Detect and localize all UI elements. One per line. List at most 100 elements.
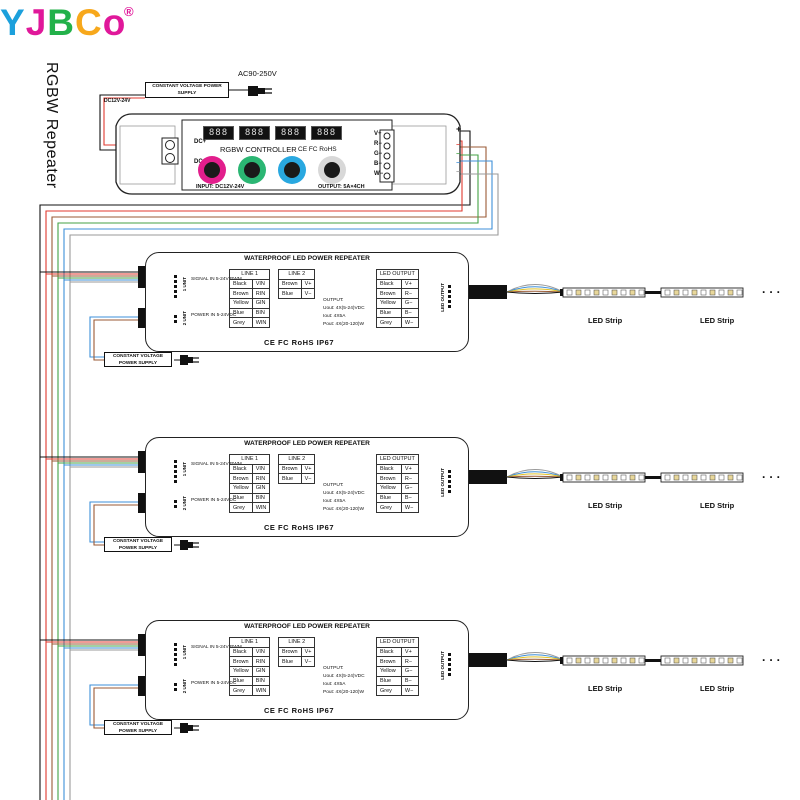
wire-color-cell: Grey xyxy=(229,317,253,329)
pin-cell: V− xyxy=(300,288,316,300)
wire-color-cell: Grey xyxy=(229,685,253,697)
strip-connector xyxy=(560,474,563,481)
pin-cell: V+ xyxy=(300,278,316,290)
led-chip xyxy=(575,474,582,481)
repeater-power-supply: CONSTANT VOLTAGE POWER SUPPLY xyxy=(104,537,172,552)
spec-line: Pout: 4X(20-120)W xyxy=(323,322,365,327)
continuation-ellipsis: · · · xyxy=(762,285,781,299)
wire-color-cell: Grey xyxy=(376,502,402,514)
dimmer-knob[interactable] xyxy=(238,156,266,184)
controller-channel-label: B− xyxy=(374,161,382,167)
led-chip xyxy=(691,657,698,664)
output-wire xyxy=(506,290,564,293)
line2-header: LINE 2 xyxy=(277,454,316,465)
led-chip xyxy=(700,474,707,481)
output-wire xyxy=(506,288,564,293)
signal-in-label: SIGNAL IN 5-24V PWM xyxy=(191,462,242,467)
led-strip-label: LED Strip xyxy=(588,684,623,693)
pin-cell: W− xyxy=(400,685,419,697)
logo-letter: B xyxy=(47,2,75,43)
unit-2-label: 2 UNIT xyxy=(182,679,187,694)
plus-mark: + xyxy=(456,124,462,134)
continuation-ellipsis: · · · xyxy=(762,470,781,484)
output-wire xyxy=(506,291,564,294)
power-wire xyxy=(93,319,150,361)
pin-cell: V+ xyxy=(300,463,316,475)
led-chip xyxy=(736,657,743,664)
led-chip xyxy=(718,474,725,481)
pin-cell: RIN xyxy=(251,473,271,485)
controller-output-label: OUTPUT: 5A×4CH xyxy=(318,184,365,190)
led-power-repeater: WATERPROOF LED POWER REPEATER SIGNAL IN … xyxy=(145,620,469,720)
wire-color-cell: Brown xyxy=(229,473,253,485)
output-wire xyxy=(506,286,564,293)
indicator-dots xyxy=(174,315,178,325)
wire-color-cell: Yellow xyxy=(229,483,253,494)
ac-plug-icon xyxy=(174,355,199,365)
minus-mark: − xyxy=(456,151,461,158)
pin-cell: G− xyxy=(400,298,419,309)
led-chip xyxy=(638,657,645,664)
unit-2-label: 2 UNIT xyxy=(182,311,187,326)
pin-cell: VIN xyxy=(251,646,271,658)
minus-mark: − xyxy=(456,160,461,167)
wire-color-cell: Blue xyxy=(376,675,402,687)
power-in-label: POWER IN 5-24VDC xyxy=(191,313,237,318)
power-wire xyxy=(89,316,150,358)
dimmer-knob[interactable] xyxy=(198,156,226,184)
led-chip xyxy=(709,289,716,296)
controller-channel-label: V+ xyxy=(374,131,382,137)
led-chip xyxy=(602,289,609,296)
dimmer-knob[interactable] xyxy=(318,156,346,184)
strip-connector xyxy=(560,657,563,664)
led-chip xyxy=(718,657,725,664)
pin-cell: VIN xyxy=(251,278,271,290)
led-chip xyxy=(593,474,600,481)
repeater-title: WATERPROOF LED POWER REPEATER xyxy=(244,255,370,262)
led-chip xyxy=(611,474,618,481)
led-chip xyxy=(736,474,743,481)
output-wire xyxy=(506,659,564,662)
wire-color-cell: Grey xyxy=(376,317,402,329)
wire-color-cell: Yellow xyxy=(229,298,253,309)
signal-in-label: SIGNAL IN 5-24V PWM xyxy=(191,277,242,282)
led-chip xyxy=(611,657,618,664)
spec-line: Uout: 4X(5-24)VDC xyxy=(323,306,365,311)
indicator-dots xyxy=(174,643,178,668)
led-power-repeater: WATERPROOF LED POWER REPEATER SIGNAL IN … xyxy=(145,252,469,352)
power-wire xyxy=(93,687,150,729)
led-chip xyxy=(593,657,600,664)
wire-color-cell: Grey xyxy=(376,685,402,697)
pin-cell: BIN xyxy=(251,492,271,504)
output-cable xyxy=(467,470,507,484)
controller-channel-label: W− xyxy=(374,171,384,177)
brand-logo: YJBCo xyxy=(0,2,126,44)
led-chip xyxy=(664,657,671,664)
controller-cert: CE FC RoHS xyxy=(298,146,337,153)
spec-line: Iout: 4X5A xyxy=(323,314,346,319)
led-chip xyxy=(673,474,680,481)
wire-color-cell: Blue xyxy=(278,656,302,668)
dimmer-knob[interactable] xyxy=(278,156,306,184)
led-strip-label: LED Strip xyxy=(700,316,735,325)
led-chip xyxy=(602,474,609,481)
output-wire xyxy=(506,473,564,478)
knob-cap-icon xyxy=(244,162,260,178)
pin-cell: R− xyxy=(400,288,419,300)
rgbw-controller xyxy=(115,113,461,195)
led-chip xyxy=(602,657,609,664)
logo-letter: YJBCo xyxy=(0,2,126,43)
pin-cell: V− xyxy=(300,473,316,485)
registered-mark: ® xyxy=(124,4,134,19)
logo-letter: o xyxy=(102,2,127,43)
power-wire xyxy=(89,684,150,726)
wire-color-cell: Black xyxy=(376,646,402,658)
